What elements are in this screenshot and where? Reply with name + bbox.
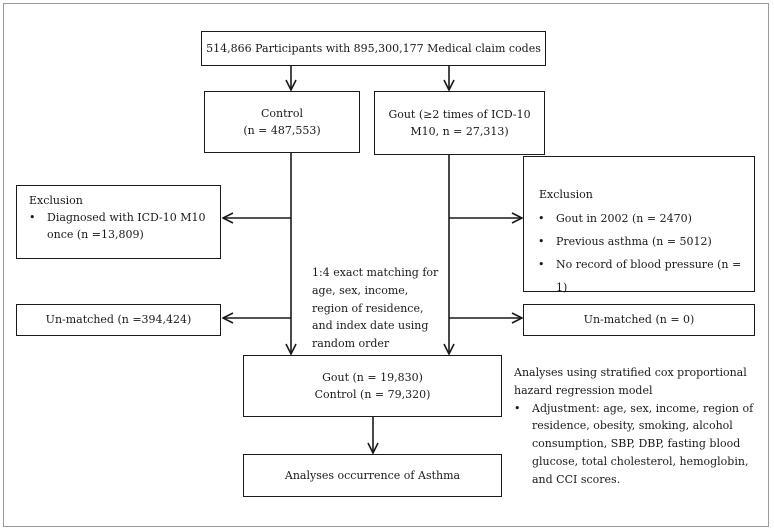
analysis-intro: Analyses using stratified cox proportion…	[514, 366, 747, 397]
exclusion-right-title: Exclusion	[539, 188, 593, 201]
analysis-note: Analyses using stratified cox proportion…	[514, 364, 766, 489]
unmatched-left-text: Un-matched (n =394,424)	[45, 313, 192, 327]
participants-box: 514,866 Participants with 895,300,177 Me…	[201, 31, 546, 66]
exclusion-left-title: Exclusion	[29, 194, 83, 207]
exclusion-left-box: Exclusion Diagnosed with ICD-10 M10 once…	[16, 185, 221, 259]
exclusion-left-item: Diagnosed with ICD-10 M10 once (n =13,80…	[29, 209, 212, 243]
outcome-text: Analyses occurrence of Asthma	[284, 468, 461, 482]
matched-control: Control (n = 79,320)	[314, 388, 431, 401]
matched-gout: Gout (n = 19,830)	[322, 370, 423, 384]
matched-box: Gout (n = 19,830) Control (n = 79,320)	[243, 355, 502, 417]
gout-line-2: M10, n = 27,313)	[410, 125, 509, 138]
control-box: Control (n = 487,553)	[204, 91, 360, 153]
analysis-adjustment: Adjustment: age, sex, income, region of …	[514, 400, 766, 489]
unmatched-left-box: Un-matched (n =394,424)	[16, 304, 221, 336]
exclusion-right-box: Exclusion Gout in 2002 (n = 2470) Previo…	[523, 156, 755, 294]
unmatched-right-box: Un-matched (n = 0)	[523, 304, 755, 336]
participants-text: 514,866 Participants with 895,300,177 Me…	[206, 41, 541, 55]
control-count: (n = 487,553)	[243, 124, 321, 137]
exclusion-right-item: Previous asthma (n = 5012)	[538, 230, 744, 253]
gout-box: Gout (≥2 times of ICD-10 M10, n = 27,313…	[374, 91, 545, 155]
gout-line-1: Gout (≥2 times of ICD-10	[388, 107, 531, 121]
figure-frame	[3, 3, 769, 527]
exclusion-right-item: Gout in 2002 (n = 2470)	[538, 207, 744, 230]
control-title: Control	[261, 106, 303, 120]
unmatched-right-text: Un-matched (n = 0)	[583, 313, 695, 327]
outcome-box: Analyses occurrence of Asthma	[243, 454, 502, 497]
exclusion-right-item: No record of blood pressure (n = 1)	[538, 253, 744, 299]
matching-note: 1:4 exact matching for age, sex, income,…	[312, 266, 439, 351]
